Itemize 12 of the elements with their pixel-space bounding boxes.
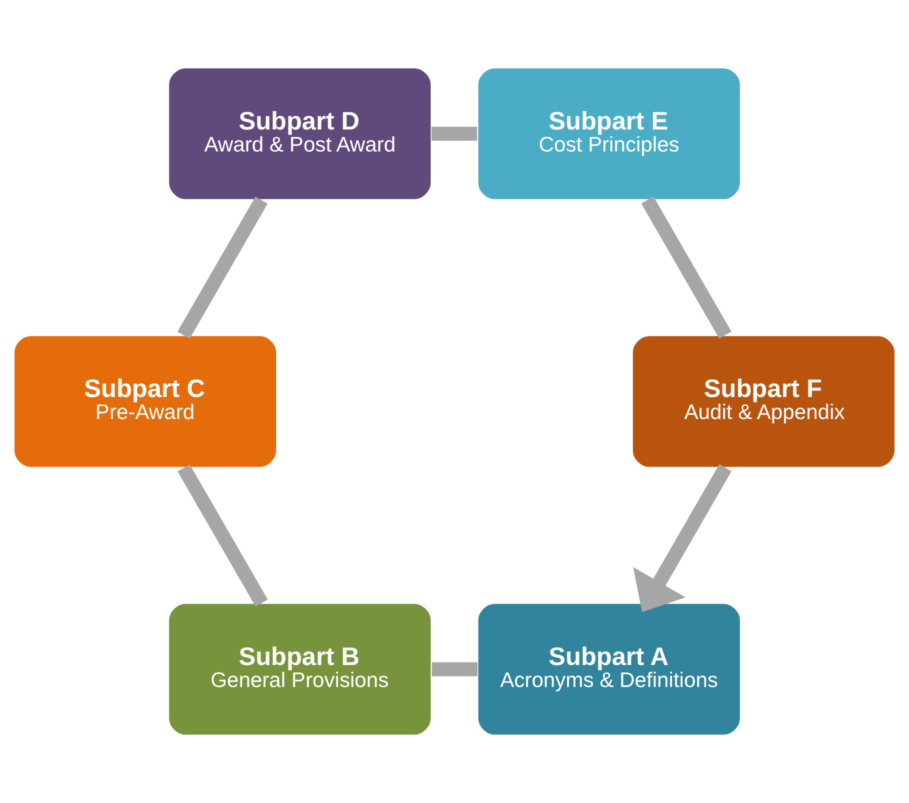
node-box: Subpart F Audit & Appendix bbox=[631, 334, 896, 468]
connector bbox=[177, 196, 268, 339]
node-box: Subpart A Acronyms & Definitions bbox=[476, 602, 742, 736]
arrow bbox=[633, 464, 732, 612]
node-box: Subpart E Cost Principles bbox=[476, 66, 742, 201]
node-box: Subpart C Pre-Award bbox=[13, 334, 278, 468]
node-box: Subpart B General Provisions bbox=[168, 602, 432, 736]
node-box: Subpart D Award & Post Award bbox=[168, 66, 432, 201]
connector bbox=[641, 196, 732, 339]
connector bbox=[178, 464, 268, 607]
connector bbox=[432, 662, 478, 676]
connector bbox=[431, 126, 478, 141]
